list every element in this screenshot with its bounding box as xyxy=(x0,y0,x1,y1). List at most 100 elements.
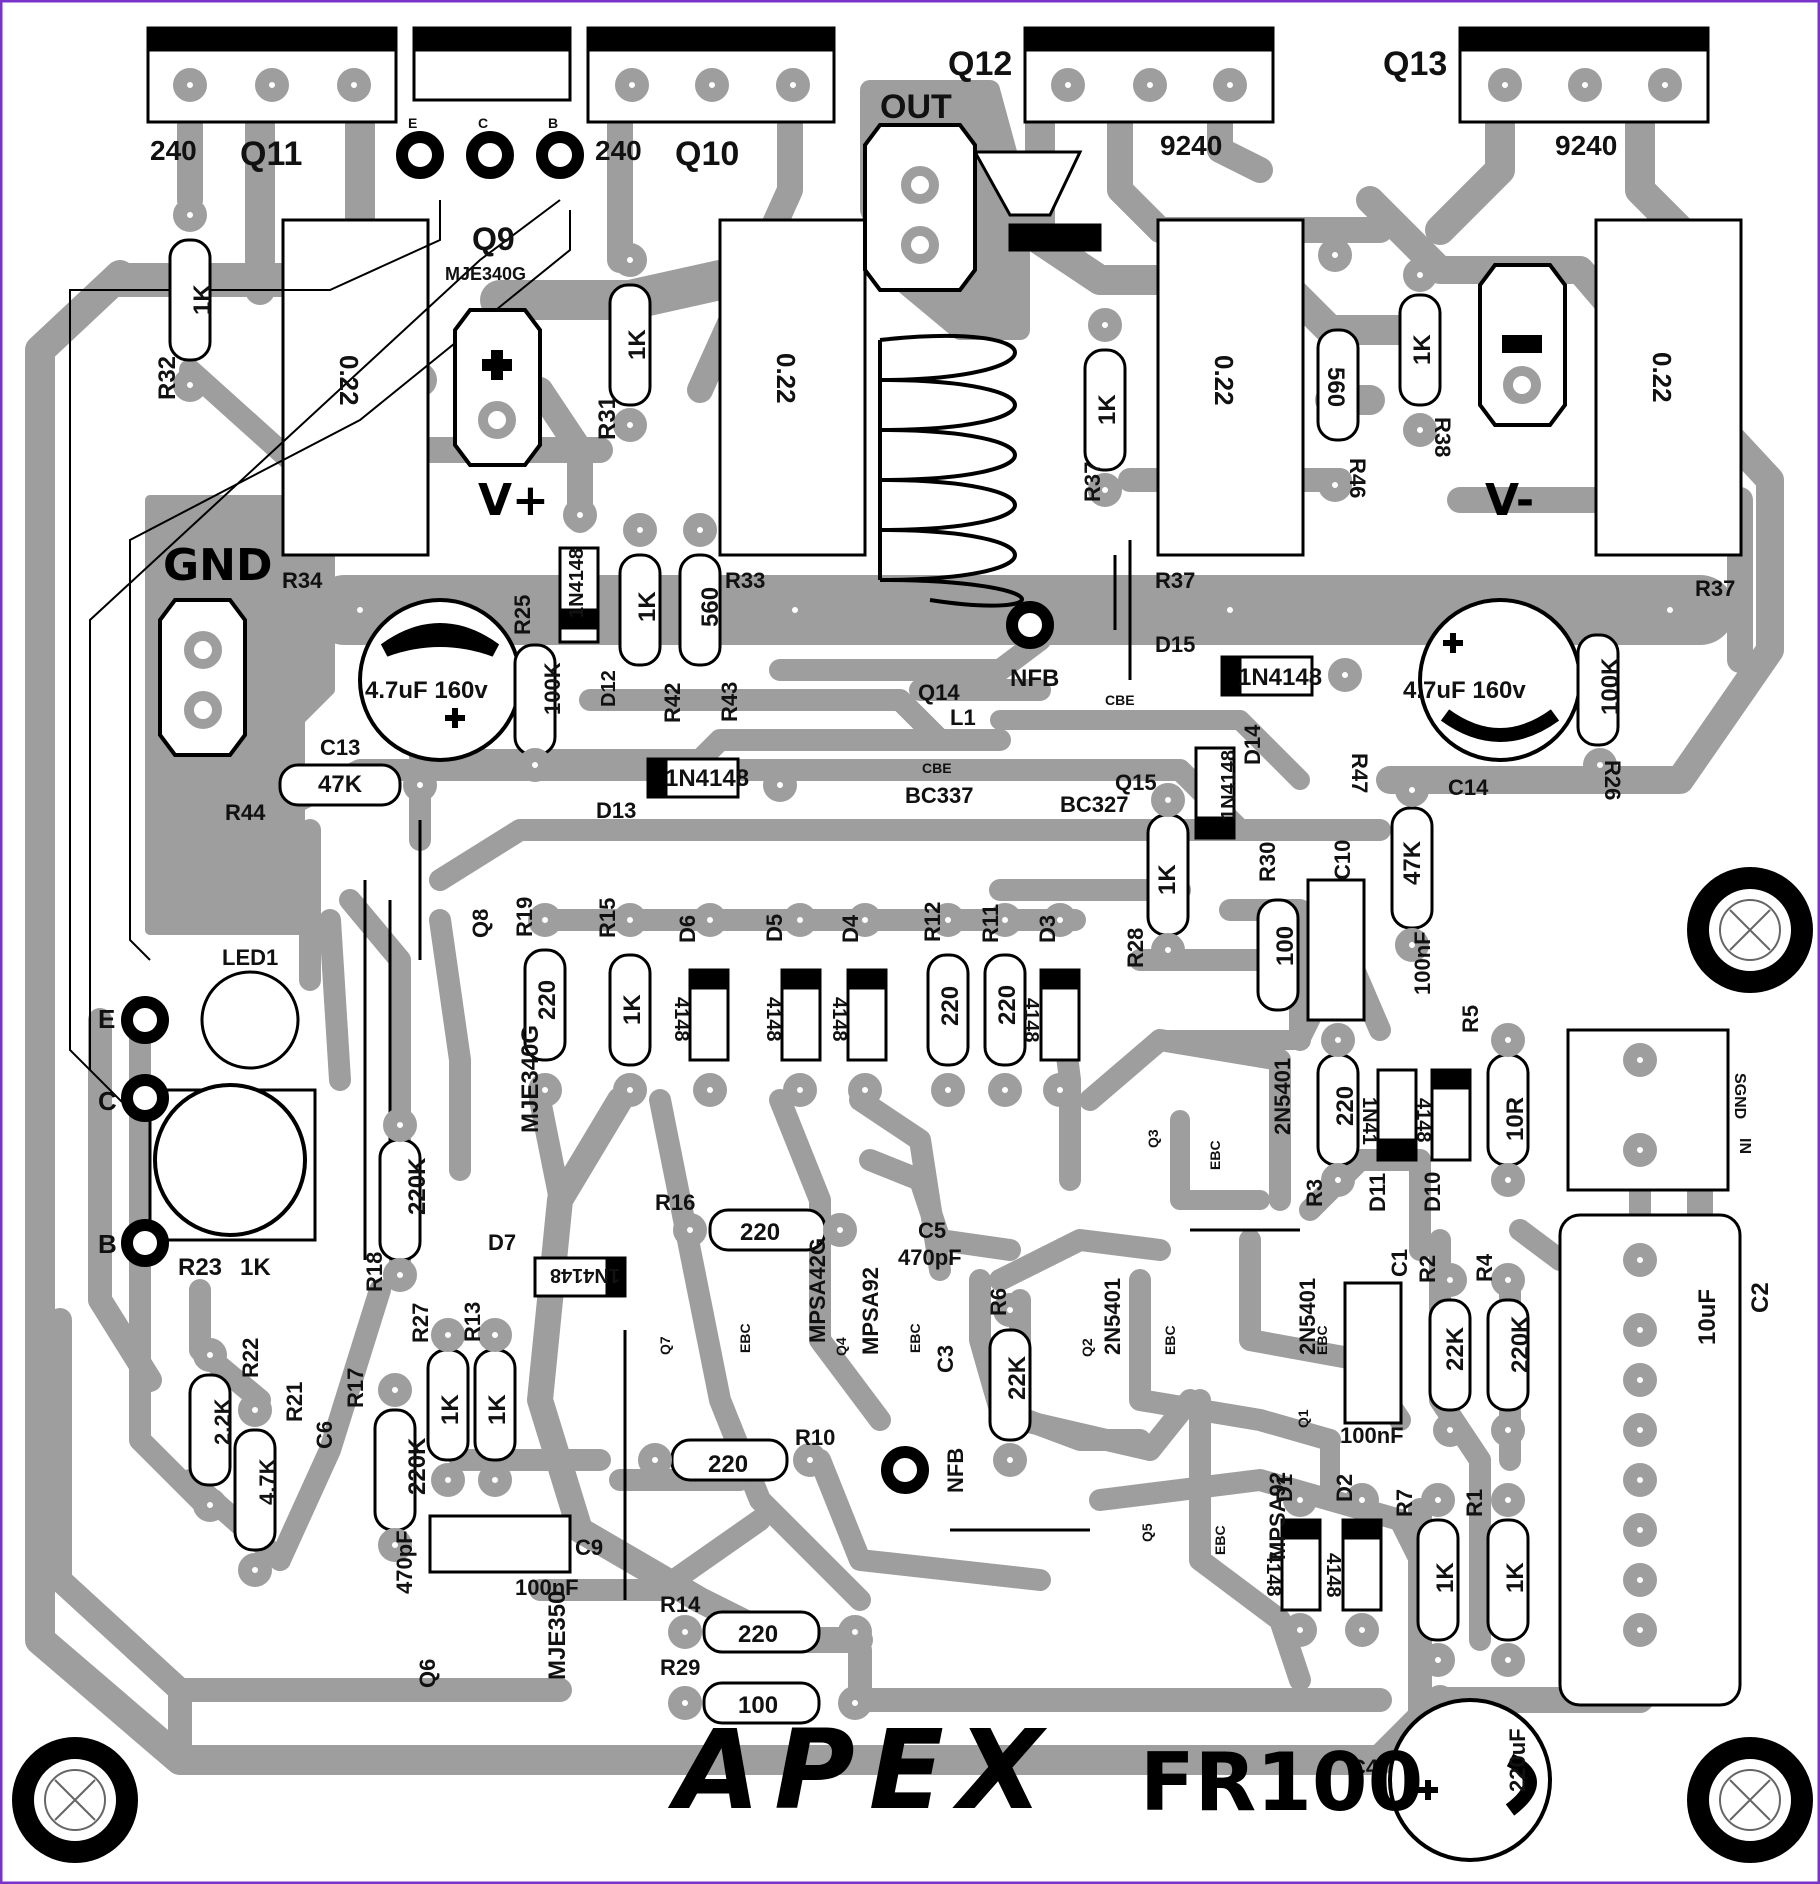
q3-ref: Q3 xyxy=(1145,1129,1161,1148)
r10-value: 220 xyxy=(708,1451,748,1478)
c6-ref: C6 xyxy=(312,1421,337,1449)
r42-ref: R42 xyxy=(660,683,685,723)
q15-ref: Q15 xyxy=(1115,770,1157,795)
r23-value: 1K xyxy=(240,1254,271,1281)
gnd-label: GND xyxy=(163,540,272,591)
out-label: OUT xyxy=(880,88,952,126)
d14-ref: D14 xyxy=(1240,724,1265,765)
r23-ref: R23 xyxy=(178,1254,222,1281)
r11-value: 220 xyxy=(994,985,1021,1025)
model-label: FR100 xyxy=(1140,1736,1423,1829)
nfb-bottom-label: NFB xyxy=(943,1448,968,1493)
c14-value: 4.7uF 160v xyxy=(1403,677,1526,704)
r46-value: 560 xyxy=(1322,367,1349,407)
q9-pin-c: C xyxy=(478,115,488,131)
r44-ref: R44 xyxy=(225,800,266,825)
d13-part: 1N4148 xyxy=(665,765,749,792)
r31-value: 1K xyxy=(624,329,651,360)
r17-ref: R17 xyxy=(343,1368,368,1408)
q3-pins: EBC xyxy=(1207,1140,1223,1170)
r2-value: 22K xyxy=(1442,1326,1469,1371)
r37c-ref: R37 xyxy=(1695,576,1735,601)
r29-ref: R29 xyxy=(660,1655,700,1680)
d3-ref: D3 xyxy=(1035,915,1060,943)
r7-value: 1K xyxy=(1432,1562,1459,1593)
nfb-top-label: NFB xyxy=(1010,665,1059,692)
d5-part: 4148 xyxy=(762,997,784,1042)
q12-part: 9240 xyxy=(1160,130,1222,161)
d10-ref: D10 xyxy=(1420,1172,1445,1212)
c1-value: 100nF xyxy=(1340,1423,1404,1448)
q14-pins: CBE xyxy=(922,760,952,776)
r44-value: 47K xyxy=(318,771,363,798)
q14-part: BC337 xyxy=(905,783,973,808)
r42-value: 1K xyxy=(634,591,661,622)
r4-value: 220K xyxy=(1507,1315,1534,1373)
c4-ref: C4 xyxy=(1350,1755,1379,1780)
r37b-ref: R37 xyxy=(1155,568,1195,593)
q2-ref: Q2 xyxy=(1079,1338,1095,1357)
d7-part: 1N4148 xyxy=(550,1264,620,1286)
d1-ref: D1 xyxy=(1272,1474,1297,1502)
r17-value: 220K xyxy=(404,1437,431,1495)
q10-part: 240 xyxy=(595,135,642,166)
c9-ref: C9 xyxy=(575,1535,603,1560)
q5-ref: Q5 xyxy=(1139,1523,1155,1542)
r34-value: 0.22 xyxy=(334,355,364,406)
r47-value: 47K xyxy=(1399,840,1426,885)
q1-ref: Q1 xyxy=(1295,1409,1311,1428)
r30-value: 1K xyxy=(1154,864,1181,895)
d13-ref: D13 xyxy=(596,798,636,823)
q13-ref: Q13 xyxy=(1383,45,1447,83)
r25-ref: R25 xyxy=(510,595,535,635)
r15-ref: R15 xyxy=(595,898,620,938)
q5-pins: EBC xyxy=(1212,1525,1228,1555)
r12-ref: R12 xyxy=(920,902,945,942)
d6-part: 4148 xyxy=(670,997,692,1042)
q11-ref: Q11 xyxy=(240,135,302,173)
diode-bodies xyxy=(533,546,1472,1612)
r37b-value: 0.22 xyxy=(1209,355,1239,406)
led1-label: LED1 xyxy=(222,945,278,970)
r4-ref: R4 xyxy=(1472,1253,1497,1282)
q9-part: MJE340G xyxy=(445,264,526,284)
r14-value: 220 xyxy=(738,1621,778,1648)
silkscreen xyxy=(12,26,1813,1863)
c10-value: 100nF xyxy=(1410,931,1435,995)
c-label: C xyxy=(98,1086,117,1116)
r13-ref: R13 xyxy=(460,1302,485,1342)
r22-ref: R22 xyxy=(238,1338,263,1378)
d6-ref: D6 xyxy=(675,915,700,943)
d12-ref: D12 xyxy=(598,670,620,707)
r37c-value: 0.22 xyxy=(1647,352,1677,403)
r19-ref: R19 xyxy=(512,897,537,937)
c10-ref: C10 xyxy=(1330,840,1355,880)
d12-part: 1N4148 xyxy=(566,548,588,618)
r19-value: 220 xyxy=(534,980,561,1020)
r3-ref: R3 xyxy=(1302,1179,1327,1207)
wire-pads xyxy=(121,131,1054,1494)
q8-part: MJE340G xyxy=(517,1025,544,1133)
c9-value: 100nF xyxy=(515,1575,579,1600)
r38-value: 1K xyxy=(1409,334,1436,365)
r21-ref: R21 xyxy=(282,1382,307,1422)
q7-ref: Q7 xyxy=(657,1336,673,1355)
r22-value: 2.2K xyxy=(210,1398,235,1445)
l1-label: L1 xyxy=(950,705,976,730)
q4-ref: Q4 xyxy=(833,1337,849,1356)
vplus-label: V+ xyxy=(478,475,549,526)
r18-ref: R18 xyxy=(362,1252,387,1292)
r37a-ref: R37 xyxy=(1080,462,1105,502)
r33-ref: R33 xyxy=(725,568,765,593)
r32-ref: R32 xyxy=(154,356,181,400)
r2-ref: R2 xyxy=(1415,1255,1440,1283)
q10-ref: Q10 xyxy=(675,135,739,173)
c5-value: 470pF xyxy=(898,1245,962,1270)
q6-part: MJE350 xyxy=(544,1591,571,1680)
r14-ref: R14 xyxy=(660,1592,701,1617)
r43-value: 560 xyxy=(697,587,724,627)
pads xyxy=(173,68,1687,1720)
r1-value: 1K xyxy=(1502,1562,1529,1593)
d2-part: 4148 xyxy=(1322,1553,1344,1598)
